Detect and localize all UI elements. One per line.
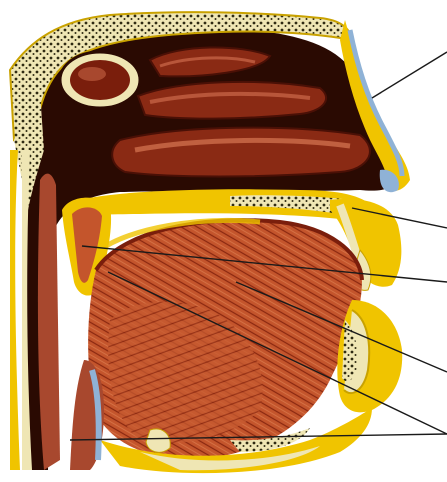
tongue xyxy=(88,220,362,459)
hard-palate xyxy=(80,189,372,220)
sphenoid-sinus xyxy=(60,52,140,108)
